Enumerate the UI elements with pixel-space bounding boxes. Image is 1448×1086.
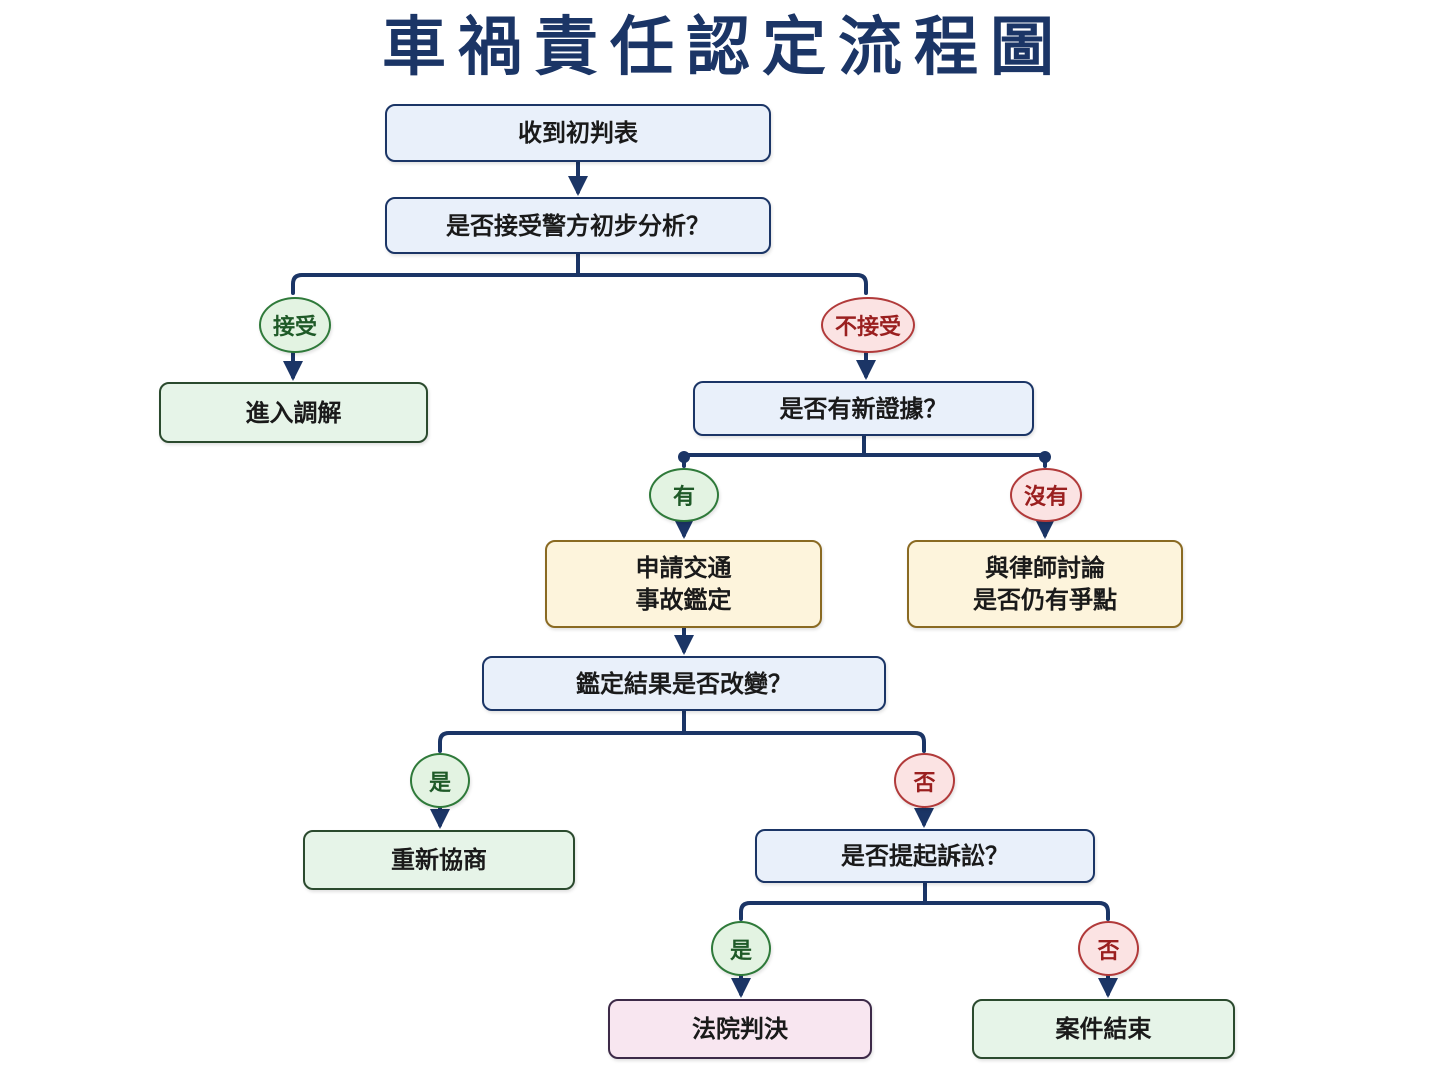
connector-split-no-2 [923, 901, 1110, 921]
connector-split-no-1 [682, 731, 926, 753]
connector-split-accept [291, 273, 580, 295]
node-renegotiate: 重新協商 [303, 830, 575, 890]
node-apply-appraisal: 申請交通 事故鑑定 [545, 540, 822, 628]
node-mediation: 進入調解 [159, 382, 428, 443]
label-accept: 接受 [259, 297, 331, 353]
node-receive-report: 收到初判表 [385, 104, 771, 162]
label-none: 沒有 [1010, 468, 1082, 522]
node-result-changed-question: 鑑定結果是否改變？ [482, 656, 886, 711]
label-yes-lawsuit: 是 [711, 921, 771, 976]
junction-dot-has [678, 451, 690, 463]
node-new-evidence-question: 是否有新證據？ [693, 381, 1034, 436]
label-no-lawsuit: 否 [1078, 921, 1139, 976]
node-discuss-lawyer: 與律師討論 是否仍有爭點 [907, 540, 1183, 628]
junction-dot-none [1039, 451, 1051, 463]
label-yes-result: 是 [410, 753, 470, 808]
node-case-closed: 案件結束 [972, 999, 1235, 1059]
node-lawsuit-question: 是否提起訴訟？ [755, 829, 1095, 883]
connector-split-yes-2 [739, 901, 927, 921]
connector-split-yes-1 [438, 731, 686, 753]
node-court-judgment: 法院判決 [608, 999, 872, 1059]
label-no-result: 否 [894, 753, 955, 808]
connector-split-reject [576, 273, 868, 295]
diagram-title: 車禍責任認定流程圖 [382, 11, 1066, 85]
node-accept-police-question: 是否接受警方初步分析？ [385, 197, 771, 254]
label-has: 有 [649, 468, 719, 522]
label-reject: 不接受 [821, 297, 915, 353]
